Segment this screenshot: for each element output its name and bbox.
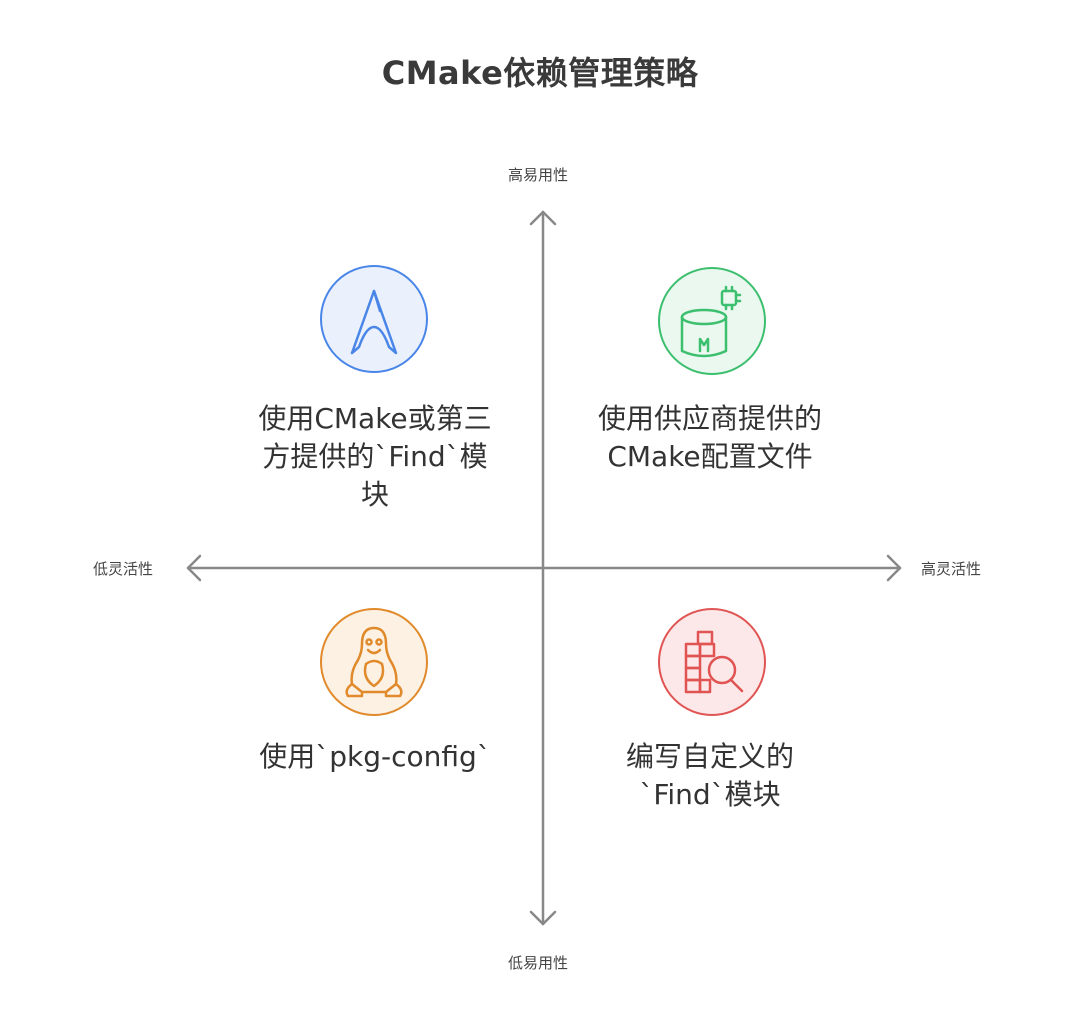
quadrant-label-bottom-left: 使用`pkg-config` xyxy=(215,738,535,776)
quadrant-label-top-left: 使用CMake或第三 方提供的`Find`模 块 xyxy=(210,400,540,514)
quadrant-label-line: CMake配置文件 xyxy=(607,440,813,473)
axis-label-top: 高易用性 xyxy=(508,166,569,184)
horizontal-axis-right-arrow xyxy=(886,554,902,582)
quadrant-label-line: 使用供应商提供的 xyxy=(597,402,822,435)
axis-label-right: 高灵活性 xyxy=(921,560,982,578)
quadrant-label-line: 编写自定义的 xyxy=(625,740,794,773)
quadrant-label-line: 块 xyxy=(360,478,389,511)
axis-label-bottom: 低易用性 xyxy=(508,954,569,972)
vertical-axis-down-arrow xyxy=(529,910,557,926)
quadrant-label-line: `Find`模块 xyxy=(639,778,781,811)
quadrant-label-bottom-right: 编写自定义的 `Find`模块 xyxy=(560,738,860,814)
diagram-title: CMake依赖管理策略 xyxy=(381,54,699,92)
quadrant-label-line: 方提供的`Find`模 xyxy=(262,440,488,473)
linux-penguin-icon xyxy=(320,608,428,716)
quadrant-label-line: 使用CMake或第三 xyxy=(258,402,492,435)
vertical-axis-up-arrow xyxy=(529,210,557,226)
quadrant-label-top-right: 使用供应商提供的 CMake配置文件 xyxy=(540,400,880,476)
axis-label-left: 低灵活性 xyxy=(93,560,154,578)
quadrant-label-line: 使用`pkg-config` xyxy=(259,740,491,773)
horizontal-axis-left-arrow xyxy=(186,554,202,582)
arch-linux-icon xyxy=(320,265,428,373)
database-chip-icon xyxy=(658,267,766,375)
search-blocks-icon xyxy=(658,608,766,716)
